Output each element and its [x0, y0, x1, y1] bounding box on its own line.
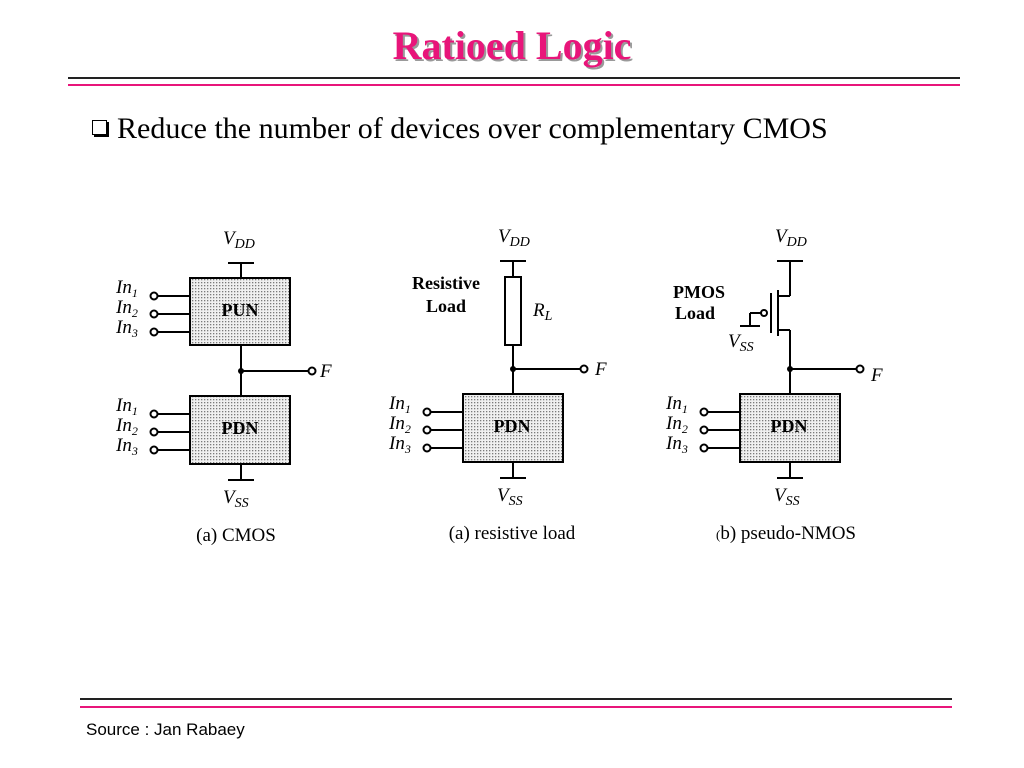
bullet-point: Reduce the number of devices over comple… — [92, 112, 828, 146]
pseudo-gate-vss-label: VSS — [728, 331, 754, 355]
cmos-pdn-block — [189, 395, 291, 465]
title-rule-pink — [68, 84, 960, 86]
pseudo-terminals — [699, 309, 865, 453]
pseudo-input-1: In1 — [665, 393, 688, 416]
resistive-load-label-1: Resistive — [412, 273, 480, 293]
pseudo-input-2: In2 — [665, 413, 688, 436]
pseudo-vss-label: VSS — [774, 485, 800, 509]
resistive-caption: (a) resistive load — [449, 523, 576, 544]
pseudo-vdd-label: VDD — [775, 226, 807, 250]
cmos-pdn-input-1: In1 — [115, 395, 138, 418]
resistive-pdn-block — [462, 393, 564, 463]
resistive-load-resistor — [504, 276, 522, 346]
cmos-output-label: F — [319, 361, 332, 382]
cmos-vss-label: VSS — [223, 487, 249, 511]
cmos-terminals — [149, 291, 317, 455]
checkbox-bullet-icon — [92, 120, 107, 135]
slide-title: Ratioed Logic — [392, 23, 632, 68]
footer-rule-dark — [80, 698, 952, 700]
pseudo-load-label-2: Load — [675, 303, 715, 323]
resistive-pdn-label: PDN — [494, 416, 531, 436]
resistive-rl-label: RL — [532, 300, 553, 324]
bullet-text: Reduce the number of devices over comple… — [117, 112, 828, 145]
source-credit: Source : Jan Rabaey — [86, 720, 245, 739]
resistive-terminals — [422, 364, 589, 453]
cmos-pun-block — [189, 277, 291, 346]
resistive-diagram — [431, 260, 580, 479]
pseudo-diagram — [708, 260, 856, 479]
cmos-pdn-input-2: In2 — [115, 415, 138, 438]
cmos-diagram — [158, 262, 308, 481]
resistive-input-3: In3 — [388, 433, 411, 456]
resistive-input-2: In2 — [388, 413, 411, 436]
pseudo-input-3: In3 — [665, 433, 688, 456]
cmos-pun-label: PUN — [222, 300, 259, 320]
resistive-output-label: F — [594, 359, 607, 380]
cmos-pun-input-3: In3 — [115, 317, 138, 340]
pseudo-load-label-1: PMOS — [673, 282, 725, 302]
resistive-vss-label: VSS — [497, 485, 523, 509]
footer-rule-pink — [80, 706, 952, 708]
pmos-gate-bubble-icon — [760, 309, 768, 317]
resistive-input-1: In1 — [388, 393, 411, 416]
resistive-vdd-label: VDD — [498, 226, 530, 250]
cmos-vdd-label: VDD — [223, 228, 255, 252]
cmos-pdn-label: PDN — [222, 418, 259, 438]
title-rule-dark — [68, 77, 960, 79]
cmos-pun-input-1: In1 — [115, 277, 138, 300]
pseudo-pdn-label: PDN — [771, 416, 808, 436]
pseudo-caption: (b) pseudo-NMOS — [716, 523, 856, 544]
cmos-caption: (a) CMOS — [196, 525, 276, 546]
cmos-pdn-input-3: In3 — [115, 435, 138, 458]
pseudo-output-label: F — [870, 365, 883, 386]
resistive-load-label-2: Load — [426, 296, 466, 316]
cmos-pun-input-2: In2 — [115, 297, 138, 320]
